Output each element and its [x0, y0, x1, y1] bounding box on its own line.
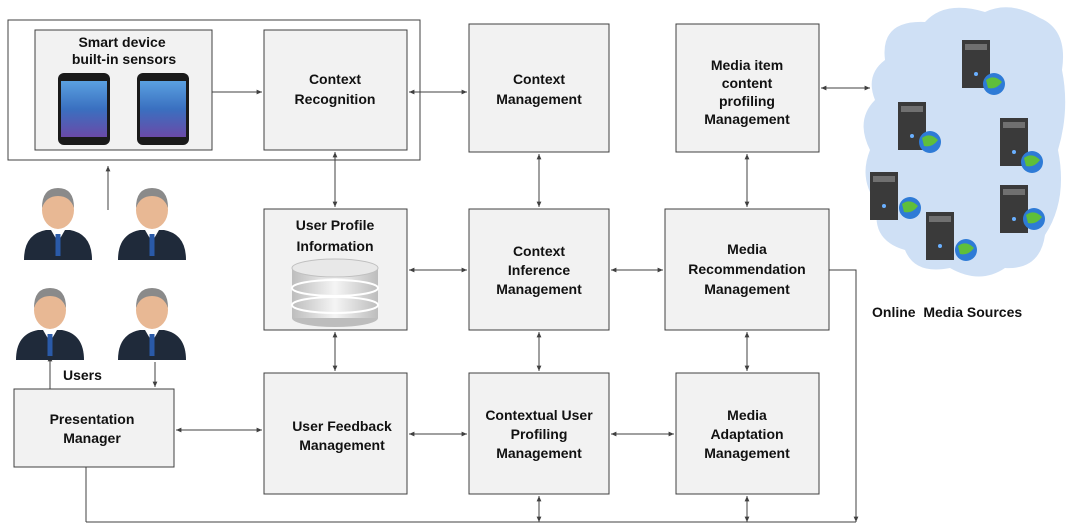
database-icon	[291, 258, 379, 327]
online-media-sources-label: Online Media Sources	[872, 304, 1022, 320]
user-icon	[118, 188, 186, 260]
user-icon	[118, 288, 186, 360]
server-icon	[926, 212, 977, 261]
server-icon	[1000, 185, 1045, 233]
smart-device-sensors-label: Smart device built-in sensors	[72, 34, 176, 67]
user-icon	[16, 288, 84, 360]
server-icon	[1000, 118, 1043, 173]
smartphone-icon	[58, 73, 110, 145]
users-label: Users	[63, 367, 102, 383]
connectors	[47, 85, 870, 523]
smartphone-icon	[137, 73, 189, 145]
server-icon	[962, 40, 1005, 95]
server-icon	[870, 172, 921, 220]
user-icon	[24, 188, 92, 260]
server-icon	[898, 102, 941, 153]
